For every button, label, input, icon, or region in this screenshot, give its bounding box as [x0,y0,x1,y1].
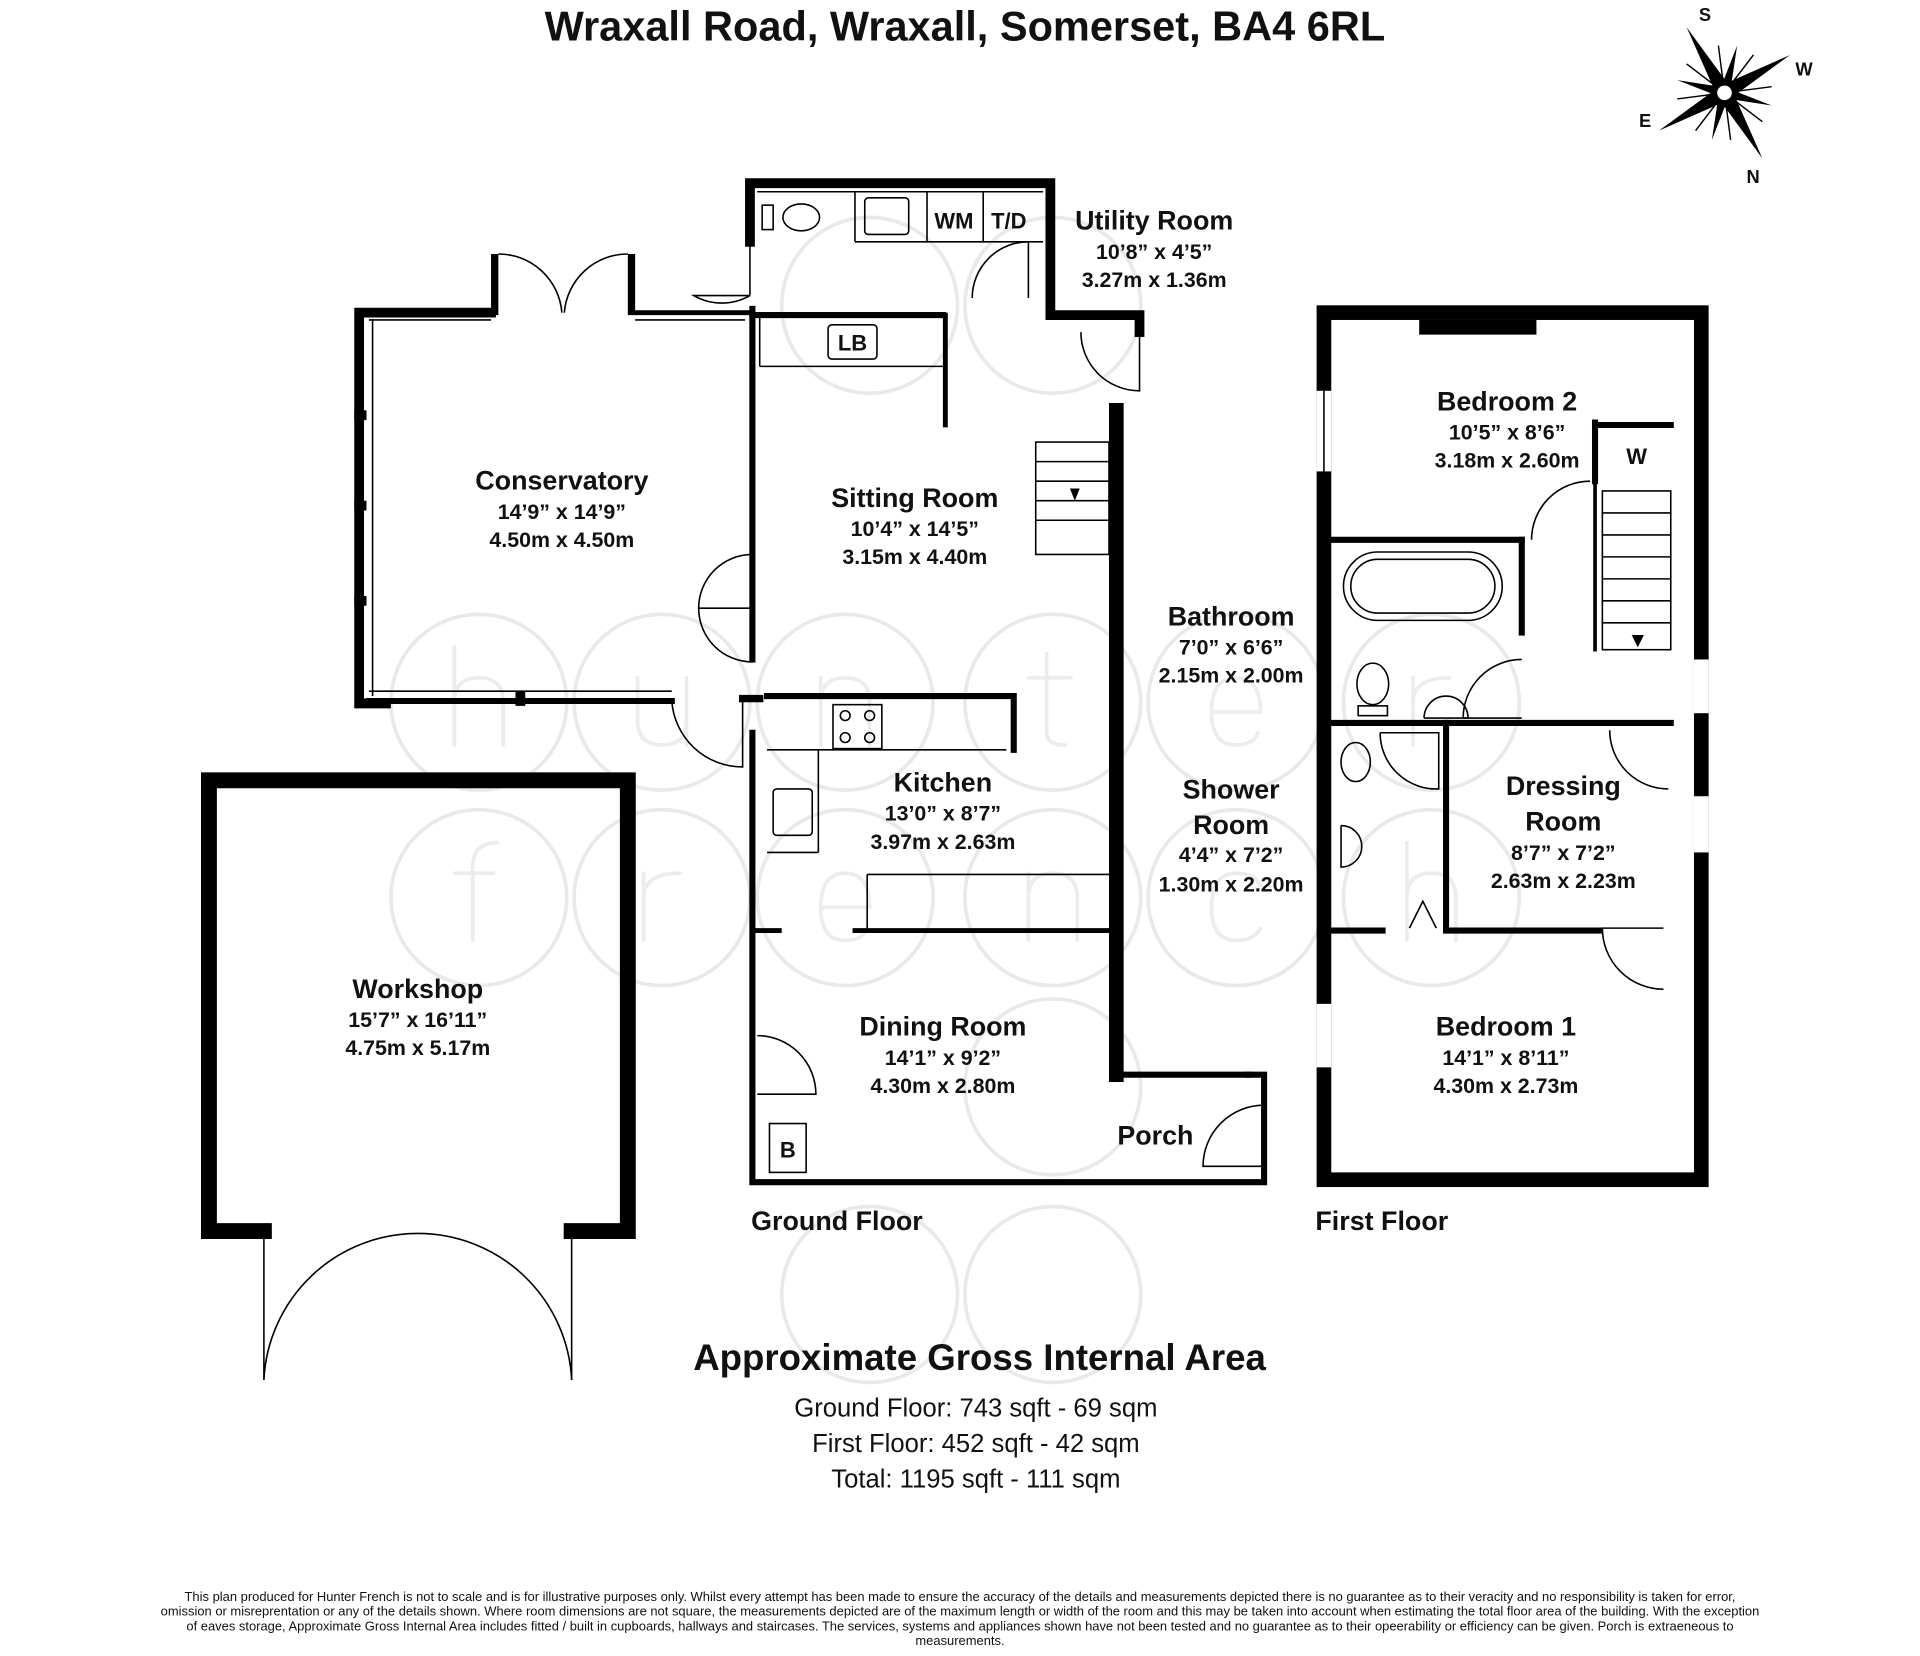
first-floor-stairs [1601,490,1672,651]
watermark-letter-u-icon [635,675,689,747]
dressing-room-imperial: 8’7” x 7’2” [1511,841,1616,865]
utility-room-name: Utility Room [1075,206,1233,236]
sitting-room-metric: 3.15m x 4.40m [842,545,987,569]
fixture-td: T/D [991,208,1026,233]
basin-icon [1340,824,1363,868]
sink-icon [863,197,910,236]
stairs [1034,441,1110,556]
first-floor-plan: W [1316,305,1709,1188]
kitchen-metric: 3.97m x 2.63m [870,830,1015,854]
workshop-metric: 4.75m x 5.17m [345,1036,490,1060]
page-title: Wraxall Road, Wraxall, Somerset, BA4 6RL [545,2,1386,49]
area-ground-floor: Ground Floor: 743 sqft - 69 sqm [794,1395,1157,1423]
sitting-room-name: Sitting Room [831,483,998,513]
watermark-letter-t-icon [1026,651,1073,747]
bathroom-imperial: 7’0” x 6’6” [1179,636,1284,660]
watermark-letter-f-icon [452,840,499,943]
area-total: Total: 1195 sqft - 111 sqm [831,1465,1120,1493]
lb-box [827,324,878,360]
disclaimer-line: measurements. [915,1633,1004,1648]
dining-room-metric: 4.30m x 2.80m [870,1074,1015,1098]
watermark-letter-e-icon [818,871,872,943]
watermark-letter-e-icon [1209,675,1263,747]
watermark-letter-r-icon [1411,675,1452,747]
dressing-room-name: Dressing [1506,771,1621,801]
dining-room-name: Dining Room [859,1012,1026,1042]
conservatory-metric: 4.50m x 4.50m [489,528,634,552]
first-floor-label: First Floor [1315,1206,1448,1236]
workshop-plan [200,772,636,1381]
watermark-letter-h-icon [452,645,506,747]
compass-s: S [1699,4,1711,25]
compass-n: N [1746,166,1759,187]
ground-floor-label: Ground Floor [751,1206,923,1236]
bath-icon [1342,551,1504,622]
toilet-icon [1356,662,1390,706]
shower-room-imperial: 4’4” x 7’2” [1179,843,1284,867]
shower-room-name: Shower [1183,775,1281,805]
dining-room-imperial: 14’1” x 9’2” [885,1046,1001,1070]
bedroom2-metric: 3.18m x 2.60m [1435,449,1580,473]
area-heading: Approximate Gross Internal Area [693,1337,1266,1378]
dressing-room-name-2: Room [1525,806,1601,836]
compass-w: W [1795,59,1813,80]
toilet-icon [782,203,821,232]
fixture-wm: WM [934,208,973,233]
sitting-room-imperial: 10’4” x 14’5” [851,517,979,541]
ground-floor-plan: LB B [354,178,1268,1186]
disclaimer-line: omission or misreprentation or any of th… [161,1604,1760,1619]
bedroom2-name: Bedroom 2 [1437,386,1577,416]
watermark-letter-r-icon [641,871,683,943]
bedroom1-name: Bedroom 1 [1436,1012,1576,1042]
watermark-letter-h-icon [1405,840,1458,943]
compass-e: E [1639,110,1651,131]
bathroom-name: Bathroom [1168,601,1295,631]
shower-room-name-2: Room [1193,810,1269,840]
kitchen-name: Kitchen [894,767,993,797]
bathroom-metric: 2.15m x 2.00m [1159,664,1304,688]
conservatory-imperial: 14’9” x 14’9” [498,500,626,524]
bedroom1-imperial: 14’1” x 8’11” [1442,1046,1569,1070]
utility-room-metric: 3.27m x 1.36m [1082,268,1227,292]
hob-icon [832,703,883,750]
fixture-w: W [1626,444,1647,469]
fixture-lb: LB [838,330,867,355]
porch-name: Porch [1117,1120,1193,1150]
disclaimer-line: of eaves storage, Approximate Gross Inte… [186,1618,1733,1633]
area-first-floor: First Floor: 452 sqft - 42 sqm [812,1430,1140,1458]
bedroom2-imperial: 10’5” x 8’6” [1449,421,1565,445]
fixture-b: B [780,1138,796,1163]
disclaimer-line: This plan produced for Hunter French is … [185,1589,1736,1604]
watermark-letter-c-icon [1209,871,1263,943]
dressing-room-metric: 2.63m x 2.23m [1491,869,1636,893]
kitchen-sink-icon [772,788,814,837]
compass-rose-icon [1658,27,1791,159]
conservatory-name: Conservatory [475,466,648,496]
room-labels: Utility Room 10’8” x 4’5” 3.27m x 1.36m … [345,206,1635,1151]
toilet-icon [1340,741,1372,783]
shower-room-metric: 1.30m x 2.20m [1159,873,1304,897]
workshop-name: Workshop [352,974,483,1004]
boiler-box [768,1122,807,1174]
shower-tray-icon [1379,731,1440,790]
kitchen-imperial: 13’0” x 8’7” [885,802,1001,826]
utility-room-imperial: 10’8” x 4’5” [1096,240,1212,264]
workshop-imperial: 15’7” x 16’11” [348,1008,487,1032]
bedroom1-metric: 4.30m x 2.73m [1433,1074,1578,1098]
basin-icon [1423,695,1469,719]
